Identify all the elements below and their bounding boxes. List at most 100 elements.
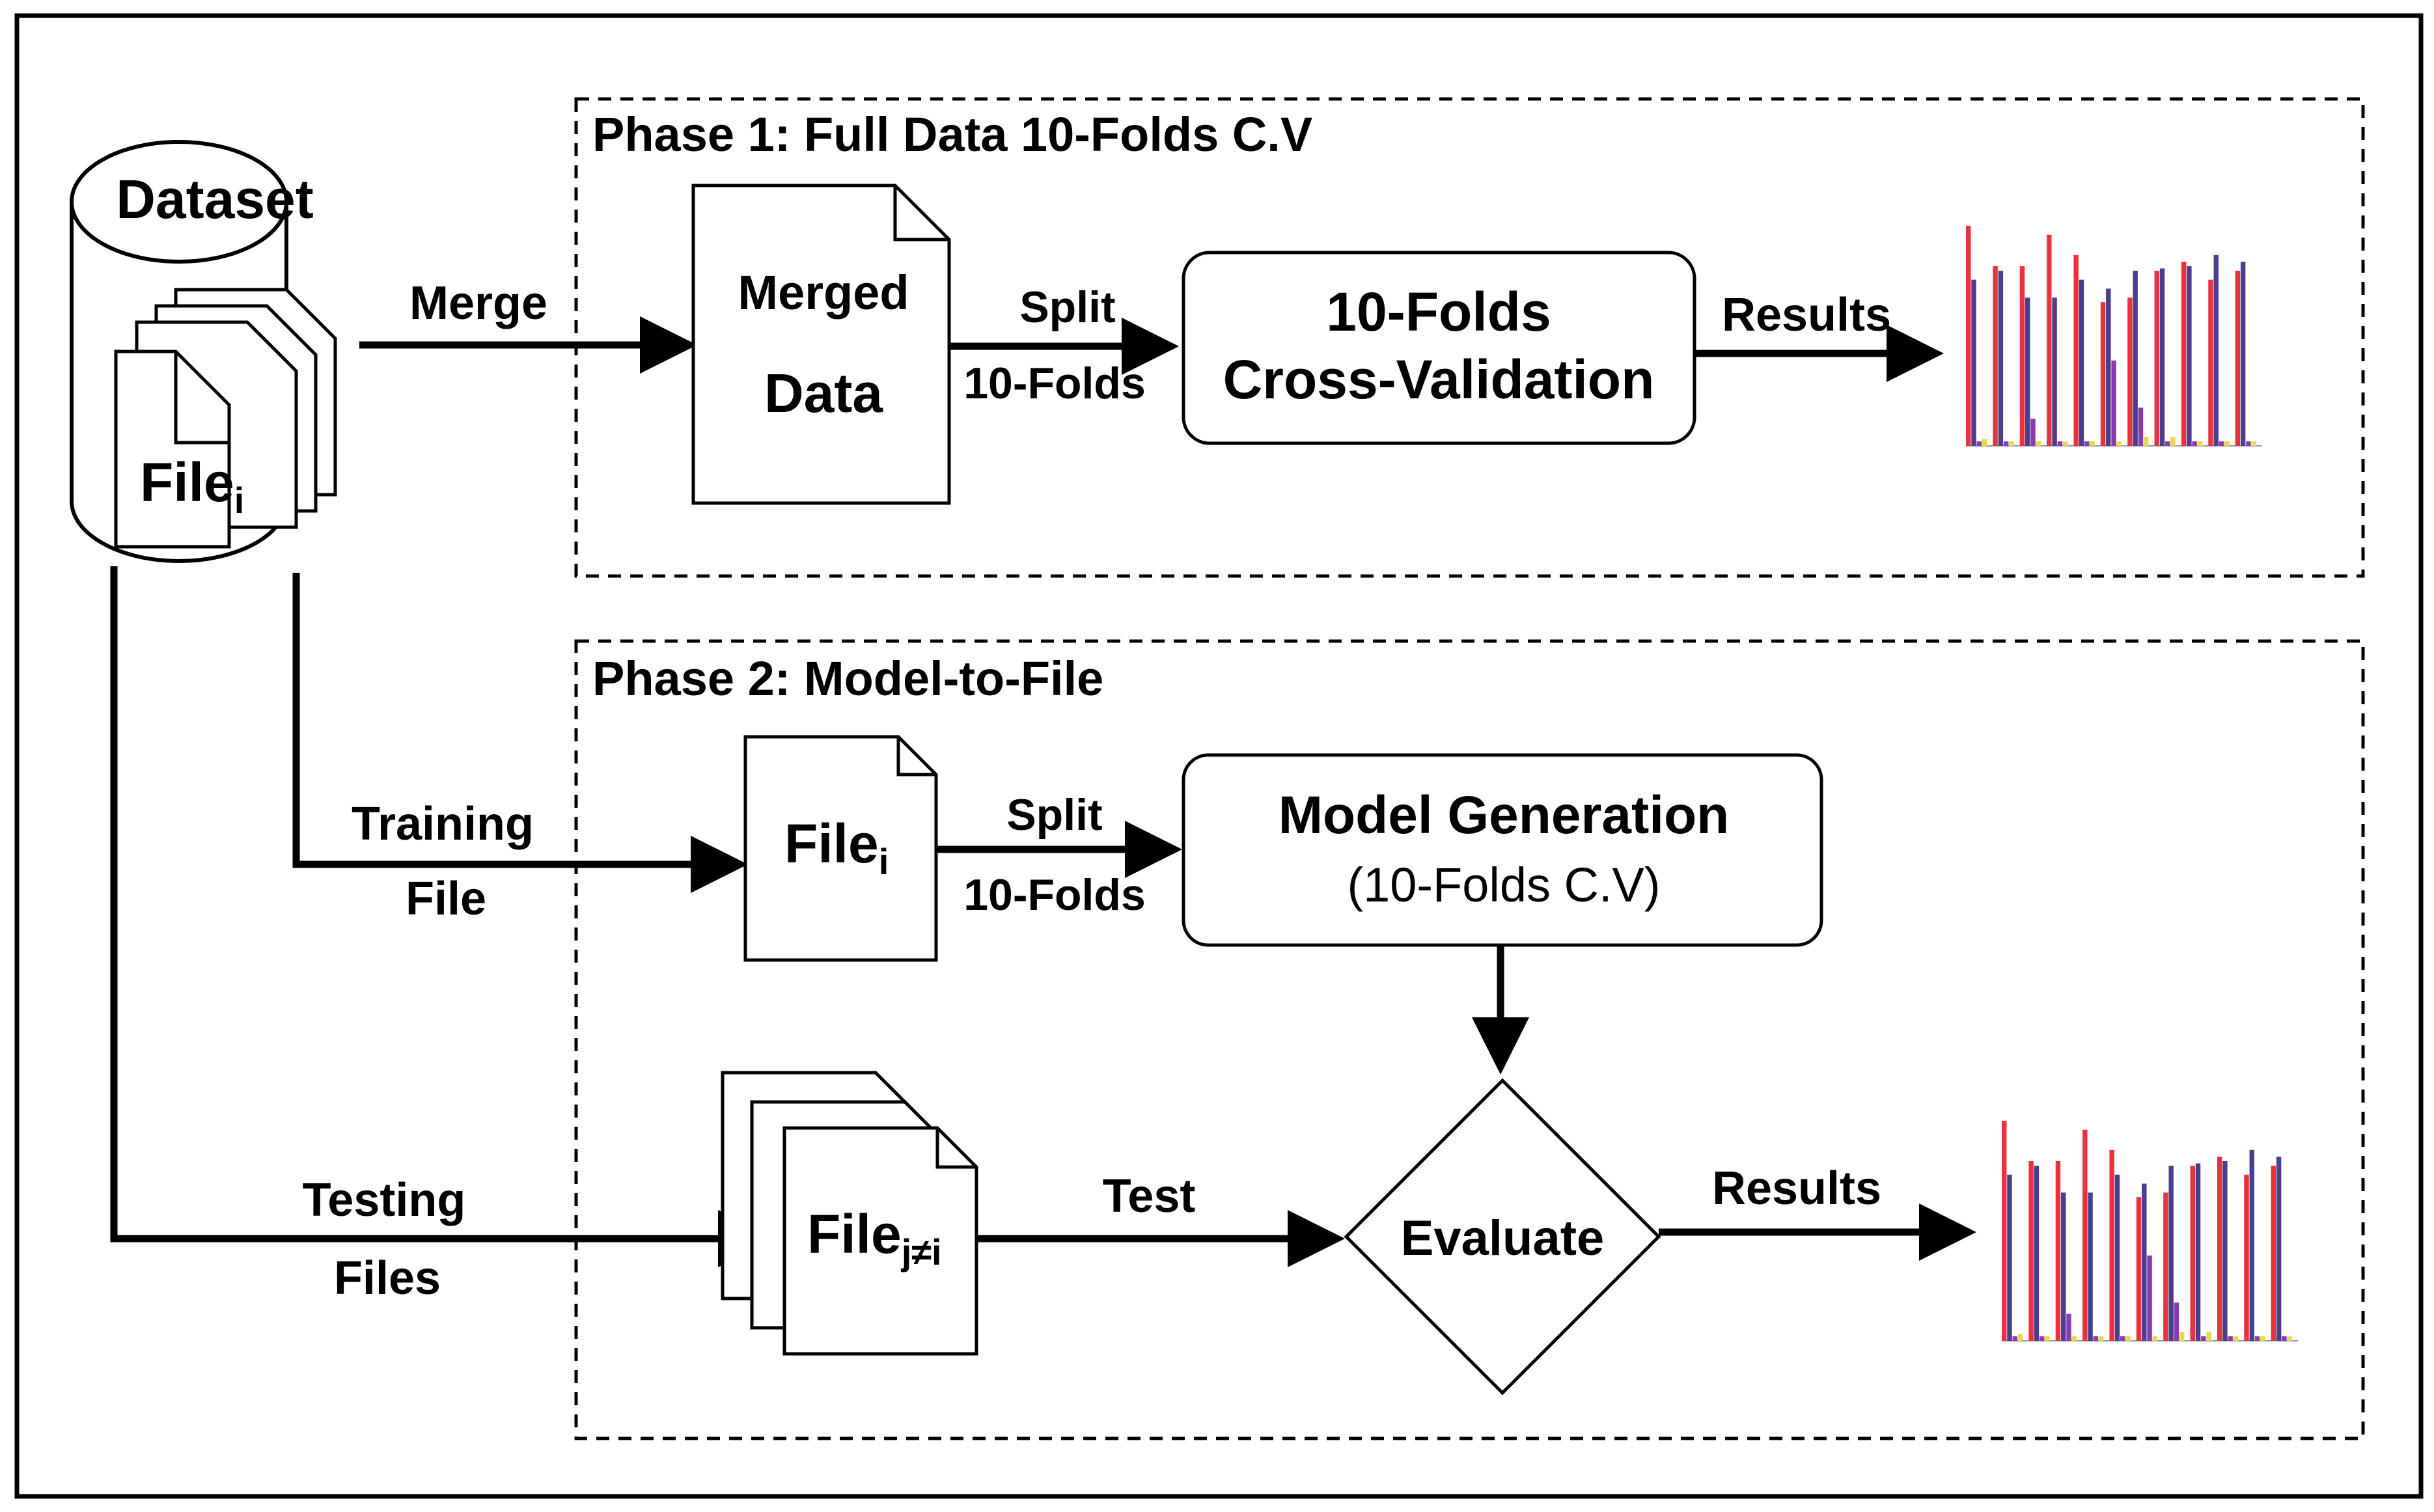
thumbnail-bar bbox=[2192, 441, 2197, 446]
thumbnail-bar bbox=[2125, 1336, 2131, 1341]
thumbnail-bar bbox=[2009, 441, 2014, 446]
thumbnail-bar bbox=[2138, 407, 2144, 446]
thumbnail-bar bbox=[2100, 302, 2106, 446]
thumbnail-bar bbox=[2224, 441, 2230, 446]
thumbnail-bar bbox=[1971, 279, 1976, 446]
thumbnail-bar bbox=[2144, 437, 2149, 446]
thumbnail-bar bbox=[2174, 1302, 2179, 1341]
thumbnail-bar bbox=[2127, 297, 2133, 446]
thumbnail-bar bbox=[2217, 1157, 2222, 1341]
thumbnail-bar bbox=[2002, 1120, 2007, 1341]
thumbnail-bar bbox=[2120, 1336, 2125, 1341]
thumbnail-bar bbox=[2039, 1336, 2045, 1341]
thumbnail-bar bbox=[2066, 1313, 2071, 1341]
thumbnail-bar bbox=[2233, 1336, 2239, 1341]
phase1-results-chart bbox=[1966, 225, 2262, 447]
thumbnail-bar bbox=[2179, 1332, 2185, 1341]
thumbnail-bar bbox=[2190, 1165, 2195, 1341]
outer-frame bbox=[14, 13, 2424, 1499]
thumbnail-bar bbox=[2142, 1183, 2147, 1341]
phase1-results-label: Results bbox=[1722, 289, 1891, 341]
phase1-split-folds: 10-Folds bbox=[963, 359, 1146, 408]
thumbnail-bar bbox=[1982, 439, 1987, 446]
thumbnail-bar bbox=[2028, 1161, 2034, 1341]
thumbnail-bar bbox=[2201, 1336, 2206, 1341]
thumbnail-bar bbox=[2249, 1149, 2254, 1341]
thumbnail-bar bbox=[2017, 1334, 2023, 1341]
dataset-title: Dataset bbox=[116, 169, 313, 230]
thumbnail-bar bbox=[2034, 1165, 2040, 1341]
thumbnail-bar bbox=[2093, 1336, 2099, 1341]
thumbnail-bar bbox=[2246, 441, 2251, 446]
test-label: Test bbox=[1103, 1170, 1196, 1222]
thumbnail-bar bbox=[2187, 266, 2192, 446]
phase2-title: Phase 2: Model-to-File bbox=[592, 652, 1103, 706]
thumbnail-bar bbox=[2195, 1163, 2201, 1341]
thumbnail-bar bbox=[2282, 1336, 2287, 1341]
thumbnail-bar bbox=[2244, 1174, 2249, 1341]
thumbnail-bar bbox=[2114, 1174, 2120, 1341]
thumbnail-bar bbox=[2025, 297, 2030, 446]
thumbnail-bar bbox=[2170, 437, 2176, 446]
thumbnail-bar bbox=[2154, 270, 2159, 446]
dataset-file-label: Filei bbox=[140, 452, 244, 521]
thumbnail-bar bbox=[2071, 1336, 2077, 1341]
thumbnail-bar bbox=[1976, 441, 1982, 446]
thumbnail-bar bbox=[2235, 270, 2241, 446]
thumbnail-bar bbox=[2165, 441, 2170, 446]
merged-data-line2: Data bbox=[764, 363, 883, 424]
thumbnail-bar bbox=[2098, 1336, 2104, 1341]
thumbnail-bar bbox=[2012, 1336, 2017, 1341]
thumbnail-bar bbox=[2219, 441, 2224, 446]
thumbnail-bar bbox=[2084, 441, 2090, 446]
testing-files-stack: Filej≠i bbox=[721, 1071, 978, 1356]
thumbnail-bar bbox=[2079, 279, 2084, 446]
thumbnail-bar bbox=[2271, 1165, 2276, 1341]
thumbnail-bar bbox=[2090, 441, 2095, 446]
thumbnail-bar bbox=[2147, 1255, 2152, 1341]
thumbnail-bar bbox=[2240, 262, 2246, 446]
merged-data-line1: Merged bbox=[738, 266, 909, 320]
testing-file-label: Filej≠i bbox=[807, 1203, 942, 1272]
model-generation-subtitle: (10-Folds C.V) bbox=[1347, 858, 1660, 912]
thumbnail-bar bbox=[1966, 225, 1971, 446]
phase2-split-label: Split bbox=[1006, 790, 1102, 840]
thumbnail-bar bbox=[2163, 1192, 2168, 1341]
thumbnail-bar bbox=[2228, 1336, 2233, 1341]
thumbnail-bar bbox=[2208, 279, 2213, 446]
thumbnail-bar bbox=[2073, 254, 2079, 446]
thumbnail-bar bbox=[2206, 1332, 2211, 1341]
thumbnail-bar bbox=[2159, 268, 2165, 446]
thumbnail-bar bbox=[2030, 419, 2036, 446]
thumbnail-bar bbox=[2287, 1336, 2292, 1341]
thumbnail-bar bbox=[2251, 441, 2256, 446]
thumbnail-bar bbox=[1993, 266, 1998, 446]
thumbnail-bar bbox=[2133, 270, 2138, 446]
thumbnail-bar bbox=[2061, 1192, 2066, 1341]
thumbnail-bar bbox=[2111, 360, 2116, 446]
evaluate-label: Evaluate bbox=[1401, 1211, 1605, 1266]
thumbnail-bar bbox=[2260, 1336, 2265, 1341]
thumbnail-bar bbox=[2062, 441, 2068, 446]
phase1-split-label: Split bbox=[1019, 282, 1115, 332]
model-generation-title: Model Generation bbox=[1279, 786, 1730, 845]
thumbnail-bar bbox=[2106, 288, 2111, 446]
thumbnail-bar bbox=[2168, 1165, 2174, 1341]
phase2-results-label: Results bbox=[1712, 1162, 1881, 1215]
dataset-files-stack: Filei bbox=[114, 288, 337, 549]
thumbnail-bar bbox=[2152, 1336, 2158, 1341]
thumbnail-bar bbox=[2045, 1336, 2050, 1341]
merged-data-document: Merged Data bbox=[691, 184, 951, 505]
thumbnail-bar bbox=[2057, 441, 2063, 446]
testing-files-arrow bbox=[110, 566, 775, 1267]
cross-validation-line2: Cross-Validation bbox=[1223, 349, 1655, 410]
phase2-results-chart bbox=[2002, 1120, 2298, 1341]
phase2-container bbox=[574, 639, 2365, 1440]
thumbnail-bar bbox=[2197, 441, 2203, 446]
thumbnail-bar bbox=[2136, 1197, 2142, 1341]
phase1-title: Phase 1: Full Data 10-Folds C.V bbox=[592, 107, 1312, 161]
model-generation-box: Model Generation (10-Folds C.V) bbox=[1182, 753, 1823, 947]
thumbnail-bar bbox=[2109, 1149, 2114, 1341]
testing-label-line2: Files bbox=[334, 1252, 441, 1304]
